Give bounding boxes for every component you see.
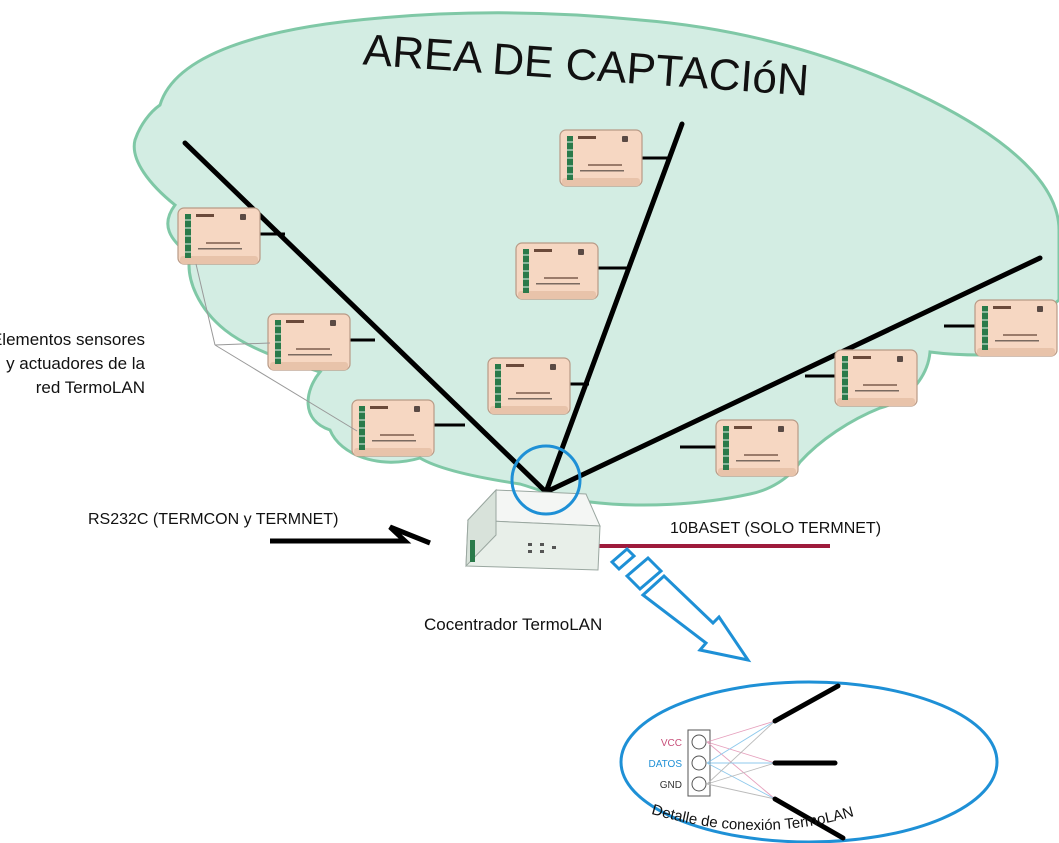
- leader-line: [214, 344, 358, 432]
- sensor-device: [974, 299, 1058, 357]
- connection-highlight-circle: [510, 444, 582, 516]
- connector-pin-gnd: [691, 776, 707, 792]
- wire: [706, 783, 776, 800]
- wire: [706, 720, 776, 785]
- cable-end: [772, 796, 846, 841]
- arrow-segment-small: [609, 546, 637, 572]
- sensor-device: [177, 207, 261, 265]
- wire: [706, 720, 776, 743]
- wire: [706, 762, 776, 800]
- hub-led: [540, 550, 544, 553]
- bus-line-right: [543, 255, 1043, 495]
- cable-ends: [772, 683, 846, 841]
- sensor-label-line3: red TermoLAN: [36, 378, 145, 397]
- sensor-label: Elementos sensores y actuadores de la re…: [0, 330, 146, 397]
- cable-end: [772, 683, 841, 724]
- ethernet-label: 10BASET (SOLO TERMNET): [670, 520, 881, 537]
- sensor-label-line2: y actuadores de la: [6, 354, 145, 373]
- leader-line: [195, 263, 216, 346]
- connector-detail: VCC DATOS GND: [648, 683, 846, 841]
- bus-line-left: [182, 140, 549, 495]
- sensor-device: [267, 313, 351, 371]
- wire: [706, 720, 776, 764]
- bus-line-center: [543, 121, 685, 495]
- network-bus-lines: [182, 121, 1043, 495]
- rs232-label: RS232C (TERMCON y TERMNET): [88, 511, 338, 528]
- concentrator-hub: [465, 488, 601, 571]
- hub-led: [528, 550, 532, 553]
- arrow-segment-medium: [624, 555, 664, 592]
- sensor-device: [834, 349, 918, 407]
- arrow-body: [640, 573, 752, 663]
- detail-arrow: [609, 546, 752, 663]
- sensor-device: [559, 129, 643, 187]
- vcc-label: VCC: [661, 738, 682, 749]
- datos-label: DATOS: [648, 759, 682, 770]
- sensor-label-line1: Elementos sensores: [0, 330, 145, 349]
- wire-fanout: [706, 720, 776, 800]
- wire: [706, 762, 776, 785]
- wire: [706, 741, 776, 800]
- concentrator-label: Cocentrador TermoLAN: [424, 615, 602, 634]
- hub-led: [540, 543, 544, 546]
- leader-line: [214, 342, 271, 346]
- sensor-leader-lines: [195, 263, 358, 432]
- gnd-label: GND: [660, 780, 682, 791]
- sensor-device: [351, 399, 435, 457]
- connector-pin-datos: [691, 755, 707, 771]
- hub-led: [552, 546, 556, 549]
- connector-pin-vcc: [691, 734, 707, 750]
- sensor-device: [715, 419, 799, 477]
- hub-led: [528, 543, 532, 546]
- sensor-device: [515, 242, 599, 300]
- sensor-device: [487, 357, 571, 415]
- rs232-link-line: [270, 524, 431, 546]
- hub-green-strip: [470, 540, 475, 562]
- device-stub-lines: [258, 156, 975, 449]
